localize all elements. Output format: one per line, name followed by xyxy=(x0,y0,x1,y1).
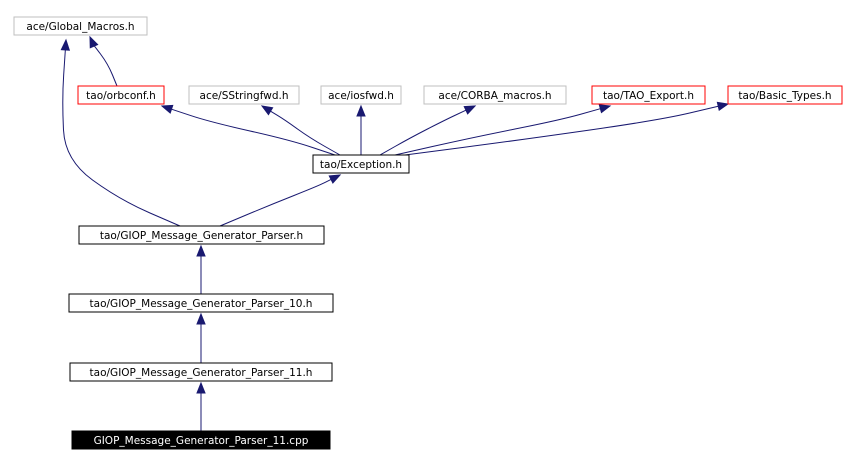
edge-exception-to-tao_export xyxy=(394,108,601,156)
node-orbconf[interactable]: tao/orbconf.h xyxy=(77,85,165,105)
arrowhead-exception-to-basic_types xyxy=(716,101,730,112)
edge-exception-to-basic_types xyxy=(404,105,719,156)
node-label: GIOP_Message_Generator_Parser_11.cpp xyxy=(94,435,309,447)
node-tao-export[interactable]: tao/TAO_Export.h xyxy=(591,85,706,105)
node-box xyxy=(727,85,843,105)
node-label: ace/Global_Macros.h xyxy=(26,21,134,33)
arrowhead-gmgp10-to-gmgp xyxy=(196,244,206,257)
node-label: tao/GIOP_Message_Generator_Parser.h xyxy=(100,230,303,242)
arrowhead-gmgp-to-global_macros xyxy=(60,38,71,51)
node-box xyxy=(69,362,333,382)
edge-gmgp-to-exception xyxy=(219,179,332,227)
node-box xyxy=(423,85,567,105)
edge-exception-to-corba_macros xyxy=(379,109,467,156)
node-label: tao/GIOP_Message_Generator_Parser_10.h xyxy=(90,298,313,310)
node-box xyxy=(77,85,165,105)
node-exception[interactable]: tao/Exception.h xyxy=(312,154,410,174)
edge-gmgp-to-global_macros xyxy=(62,49,181,227)
node-basic-types[interactable]: tao/Basic_Types.h xyxy=(727,85,843,105)
node-label: tao/Basic_Types.h xyxy=(738,90,831,102)
arrowhead-exception-to-orbconf xyxy=(160,104,174,114)
arrowhead-orbconf-to-global_macros xyxy=(89,35,99,49)
node-label: tao/Exception.h xyxy=(320,159,402,171)
node-box xyxy=(71,430,331,450)
arrowhead-gmgp11-to-gmgp10 xyxy=(196,312,206,325)
node-root-cpp[interactable]: GIOP_Message_Generator_Parser_11.cpp xyxy=(71,430,331,450)
arrowhead-exception-to-iosfwd xyxy=(356,104,366,117)
arrowhead-exception-to-corba_macros xyxy=(463,105,477,115)
node-label: ace/SStringfwd.h xyxy=(200,90,289,102)
arrowhead-root_cpp-to-gmgp11 xyxy=(196,381,206,394)
node-gmgp10-header[interactable]: tao/GIOP_Message_Generator_Parser_10.h xyxy=(68,293,334,313)
node-label: tao/TAO_Export.h xyxy=(603,90,694,102)
edge-exception-to-orbconf xyxy=(171,108,336,156)
node-box xyxy=(591,85,706,105)
node-gmgp-header[interactable]: tao/GIOP_Message_Generator_Parser.h xyxy=(78,225,325,245)
node-box xyxy=(188,85,300,105)
node-box xyxy=(320,85,402,105)
edges-layer xyxy=(60,35,730,431)
arrowhead-gmgp-to-exception xyxy=(328,174,342,184)
node-box xyxy=(78,225,325,245)
node-box xyxy=(13,16,148,36)
node-corba-macros[interactable]: ace/CORBA_macros.h xyxy=(423,85,567,105)
node-iosfwd[interactable]: ace/iosfwd.h xyxy=(320,85,402,105)
arrowhead-exception-to-sstringfwd xyxy=(260,105,274,116)
node-label: tao/orbconf.h xyxy=(86,90,156,102)
node-label: ace/iosfwd.h xyxy=(328,90,394,102)
edge-exception-to-sstringfwd xyxy=(270,110,341,156)
arrowhead-exception-to-tao_export xyxy=(598,104,612,114)
node-label: ace/CORBA_macros.h xyxy=(438,90,551,102)
node-global-macros[interactable]: ace/Global_Macros.h xyxy=(13,16,148,36)
node-sstringfwd[interactable]: ace/SStringfwd.h xyxy=(188,85,300,105)
node-label: tao/GIOP_Message_Generator_Parser_11.h xyxy=(90,367,313,379)
node-gmgp11-header[interactable]: tao/GIOP_Message_Generator_Parser_11.h xyxy=(69,362,333,382)
node-box xyxy=(68,293,334,313)
edge-orbconf-to-global_macros xyxy=(92,44,118,87)
node-box xyxy=(312,154,410,174)
